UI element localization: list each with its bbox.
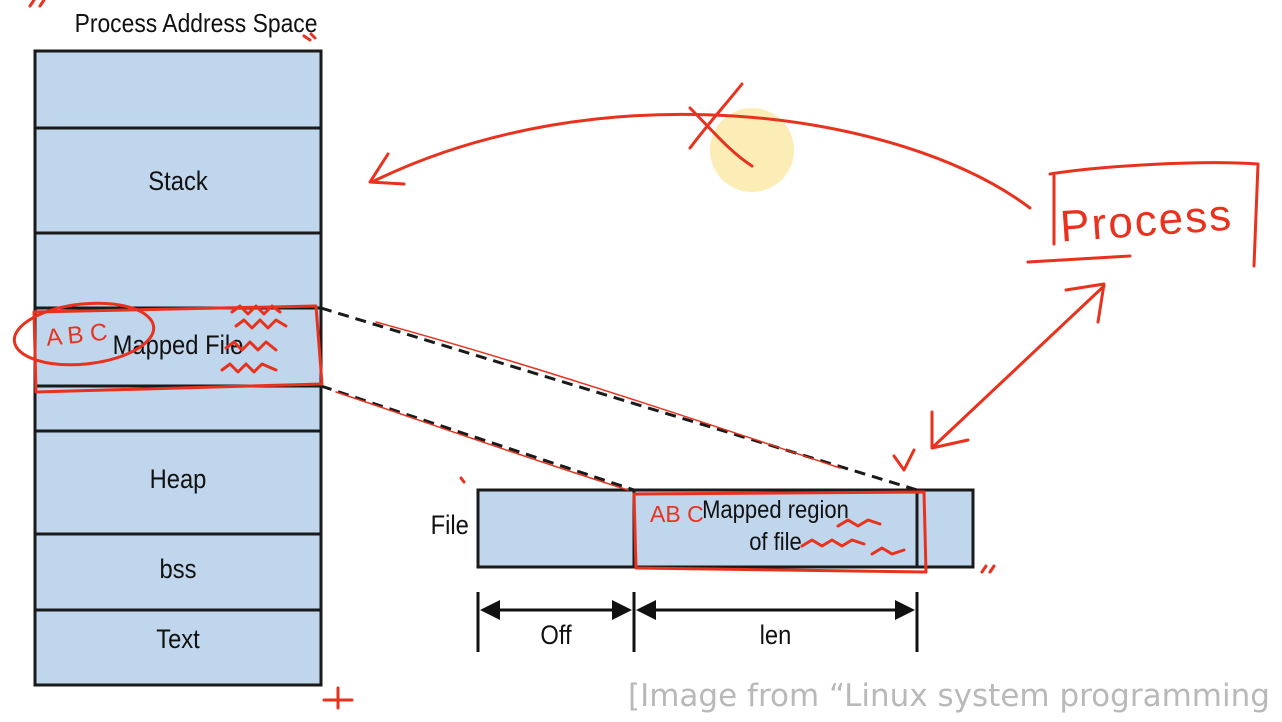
guide-line-1	[375, 321, 841, 469]
annotation-abc-left: A B C	[45, 319, 109, 352]
plus-mark-bottom	[322, 686, 354, 710]
image-source-caption: [Image from “Linux system programming	[628, 678, 1270, 714]
dimension-arrows	[476, 592, 919, 652]
off-arrowhead-right	[612, 600, 632, 620]
segment-text	[33, 608, 323, 687]
segment-bss	[33, 532, 323, 612]
scribble-mapped-region	[800, 518, 906, 556]
arc-arrow-head	[368, 152, 406, 186]
tick-mark-top-left	[28, 0, 46, 8]
annotation-process: Process	[1059, 191, 1235, 252]
label-offset: Off	[540, 620, 572, 650]
off-arrowhead-left	[480, 600, 500, 620]
mapping-lines	[320, 306, 918, 492]
segment-heap	[33, 429, 323, 536]
mapped-region-highlight-box	[632, 490, 928, 574]
abc-circle-left	[12, 301, 156, 367]
mapped-file-highlight-box	[32, 304, 324, 394]
scribble-mapped-file	[220, 304, 288, 374]
check-mark	[892, 448, 916, 472]
diagram-title: Process Address Space	[74, 8, 318, 38]
label-mapped-region-line2: of file	[749, 528, 802, 556]
label-file: File	[430, 510, 469, 540]
double-arrow	[932, 284, 1106, 448]
arc-arrow-to-stack	[370, 112, 1032, 210]
guide-line-2	[335, 391, 629, 491]
len-arrowhead-right	[895, 600, 915, 620]
segment-gap-1	[33, 231, 323, 310]
double-arrow-head-bottom	[930, 410, 970, 450]
cross-mark	[688, 82, 754, 168]
double-arrow-head-top	[1064, 282, 1106, 324]
segment-top	[33, 49, 323, 130]
address-space-column	[33, 49, 323, 687]
label-mapped-region-line1: Mapped region	[702, 496, 849, 524]
label-heap: Heap	[149, 464, 207, 494]
label-bss: bss	[159, 554, 197, 584]
label-length: len	[759, 620, 792, 650]
label-mapped-region: Mapped region of file	[634, 494, 917, 558]
label-stack: Stack	[148, 166, 208, 196]
tick-mark-title	[302, 32, 317, 42]
len-arrowhead-left	[636, 600, 656, 620]
label-text: Text	[156, 624, 200, 654]
dot-mark	[459, 476, 466, 484]
cursor-highlight	[710, 108, 794, 192]
process-bracket	[1026, 161, 1260, 268]
label-mapped-file: Mapped File	[112, 330, 244, 360]
tick-mark-file-right	[980, 564, 996, 574]
annotation-abc-right: AB C	[650, 501, 704, 527]
